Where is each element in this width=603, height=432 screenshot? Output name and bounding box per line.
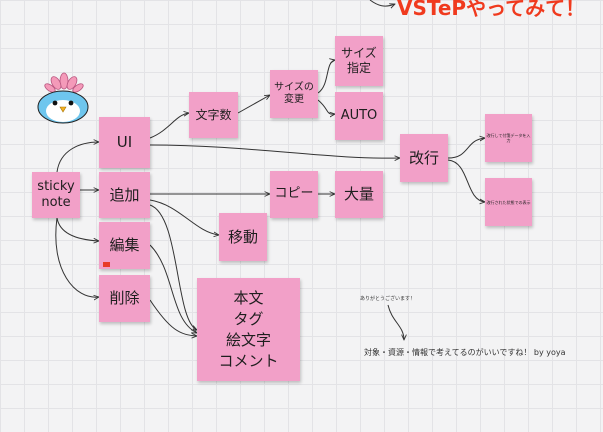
edge-sticky-edit bbox=[56, 217, 99, 241]
note-size-change[interactable]: サイズの 変更 bbox=[270, 70, 318, 118]
note-edit[interactable]: 編集 bbox=[99, 222, 150, 269]
edge-newline-sub1 bbox=[447, 138, 485, 159]
flag-marker bbox=[103, 262, 110, 267]
conclusion-text: 対象・資源・情報で考えてるのがいいですね！ by yoya bbox=[364, 348, 566, 357]
edge-add-move bbox=[149, 199, 219, 235]
edge-newline-sub2 bbox=[447, 159, 485, 202]
note-sticky[interactable]: sticky note bbox=[32, 172, 80, 218]
mascot-logo bbox=[34, 72, 90, 124]
banner-title: VSTePやってみて！ bbox=[397, 0, 586, 20]
note-newline-sub2[interactable]: 改行された状態での表示 bbox=[485, 178, 532, 226]
note-size-specify[interactable]: サイズ 指定 bbox=[335, 36, 383, 86]
note-auto[interactable]: AUTO bbox=[335, 92, 383, 140]
note-copy[interactable]: コピー bbox=[270, 171, 318, 218]
edge-size-auto bbox=[317, 99, 335, 114]
edge-sticky-delete bbox=[55, 217, 99, 297]
note-move[interactable]: 移動 bbox=[219, 213, 267, 261]
edge-ui-newline bbox=[149, 144, 400, 158]
note-char-count[interactable]: 文字数 bbox=[189, 92, 238, 138]
note-bulk[interactable]: 大量 bbox=[335, 171, 383, 218]
edge-ui-charcount bbox=[149, 113, 189, 139]
edge-sticky-ui bbox=[56, 142, 99, 173]
edge-delete-content bbox=[149, 299, 197, 336]
note-delete[interactable]: 削除 bbox=[99, 275, 150, 322]
edge-charcount-size bbox=[237, 95, 270, 114]
note-newline-sub1[interactable]: 改行して付箋データを入力 bbox=[485, 114, 532, 162]
edge-thanks-conclusion bbox=[387, 304, 404, 340]
note-add[interactable]: 追加 bbox=[99, 172, 150, 218]
note-newline[interactable]: 改行 bbox=[400, 134, 448, 182]
edge-banner bbox=[369, 0, 395, 6]
thanks-text: ありがとうございます！ bbox=[360, 296, 416, 302]
edge-edit-content bbox=[149, 244, 197, 333]
note-ui[interactable]: UI bbox=[99, 117, 150, 168]
edge-add-content bbox=[149, 204, 197, 330]
note-content[interactable]: 本文 タグ 絵文字 コメント bbox=[197, 278, 300, 381]
edge-size-specify bbox=[317, 60, 335, 94]
